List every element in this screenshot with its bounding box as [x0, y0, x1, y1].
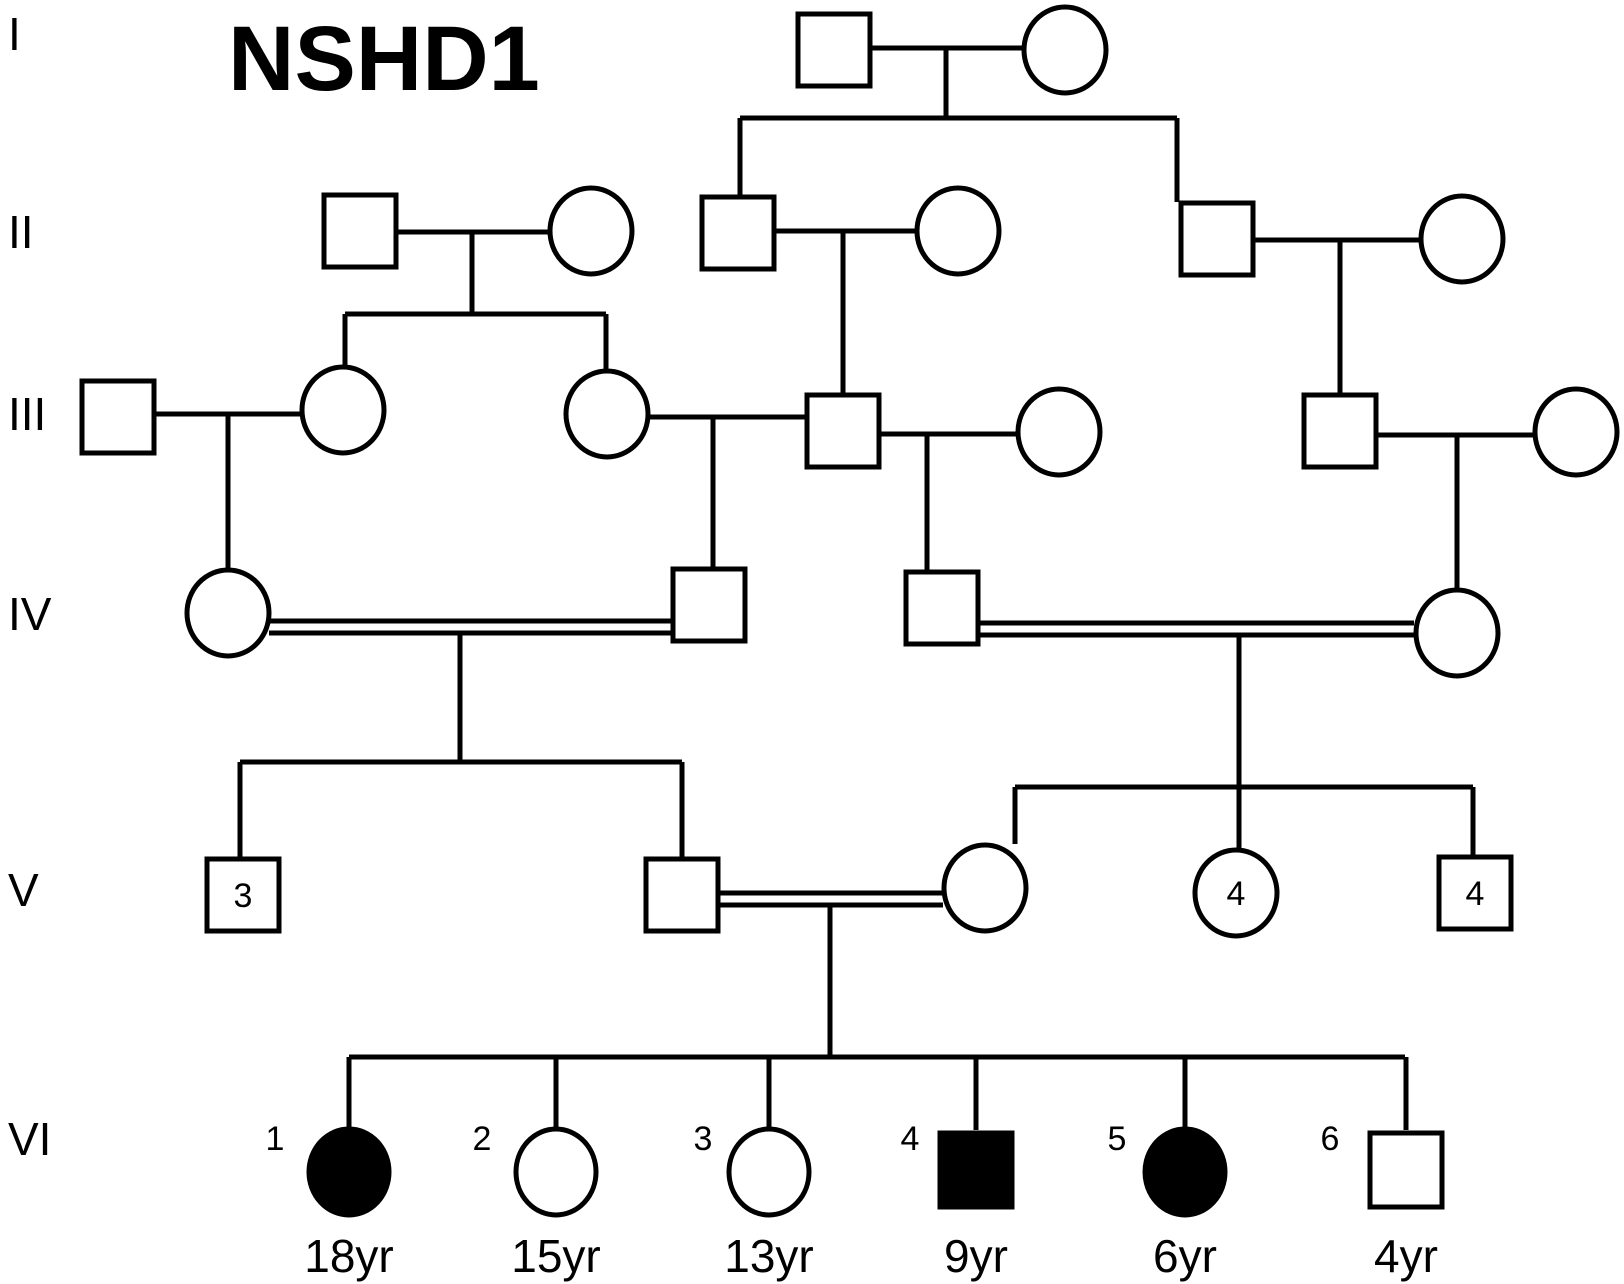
individual-symbols — [79, 4, 1620, 1218]
individual-number: 4 — [901, 1120, 920, 1158]
individual-age: 13yr — [724, 1230, 813, 1282]
child-vi-5-female-affected — [1142, 1126, 1228, 1218]
generation-label-V: V — [8, 864, 39, 916]
child-vi-1-female-affected — [306, 1126, 392, 1218]
individual-age: 9yr — [944, 1230, 1008, 1282]
sibling-count-label: 3 — [234, 877, 253, 915]
pedigree-title: NSHD1 — [228, 8, 540, 110]
individual-number: 2 — [473, 1120, 492, 1158]
individual-number: 6 — [1321, 1120, 1340, 1158]
individual-number: 3 — [694, 1120, 713, 1158]
female-symbol-i-mother — [1021, 4, 1109, 96]
child-vi-3-female — [726, 1126, 812, 1218]
female-symbol-ii-2 — [547, 185, 635, 277]
male-symbol-i-father — [795, 11, 873, 89]
male-symbol-iv-3 — [903, 569, 981, 647]
female-symbol-v-4 — [1192, 847, 1280, 939]
female-symbol-iii-3 — [563, 368, 651, 460]
sibling-count-label: 4 — [1227, 875, 1246, 913]
individual-age: 18yr — [304, 1230, 393, 1282]
child-vi-2-female — [513, 1126, 599, 1218]
generation-label-VI: VI — [8, 1113, 51, 1165]
female-symbol-v-3 — [941, 842, 1029, 934]
individual-number: 1 — [266, 1120, 285, 1158]
male-symbol-ii-5 — [1178, 200, 1256, 278]
female-symbol-iii-2 — [299, 364, 387, 456]
individual-age: 15yr — [511, 1230, 600, 1282]
male-symbol-ii-3 — [699, 194, 777, 272]
child-vi-4-male-affected — [937, 1130, 1015, 1210]
male-symbol-iii-4 — [804, 392, 882, 470]
generation-label-I: I — [8, 8, 21, 60]
male-symbol-ii-1 — [321, 192, 399, 270]
male-symbol-iii-6 — [1301, 392, 1379, 470]
male-symbol-v-1 — [204, 856, 282, 934]
generation-label-IV: IV — [8, 588, 52, 640]
sibling-count-label: 4 — [1466, 875, 1485, 913]
male-symbol-iii-1 — [79, 378, 157, 456]
male-symbol-v-2 — [643, 856, 721, 934]
female-symbol-ii-4 — [914, 185, 1002, 277]
female-symbol-iii-5 — [1015, 386, 1103, 478]
individual-age: 4yr — [1374, 1230, 1438, 1282]
generation-label-III: III — [8, 388, 46, 440]
annotations: 3 4 4 1 18yr 2 15yr 3 13yr 4 9yr 5 6yr 6 4yr — [234, 875, 1485, 1282]
child-vi-6-male — [1367, 1130, 1445, 1210]
female-symbol-iv-4 — [1413, 587, 1501, 679]
male-symbol-iv-2 — [670, 566, 748, 644]
relationship-lines — [152, 45, 1534, 1133]
female-symbol-iii-7 — [1532, 386, 1620, 478]
female-symbol-ii-6 — [1418, 193, 1506, 285]
individual-number: 5 — [1108, 1120, 1127, 1158]
female-symbol-iv-1 — [184, 567, 272, 659]
individual-age: 6yr — [1153, 1230, 1217, 1282]
male-symbol-v-5 — [1436, 854, 1514, 932]
generation-label-II: II — [8, 206, 34, 258]
